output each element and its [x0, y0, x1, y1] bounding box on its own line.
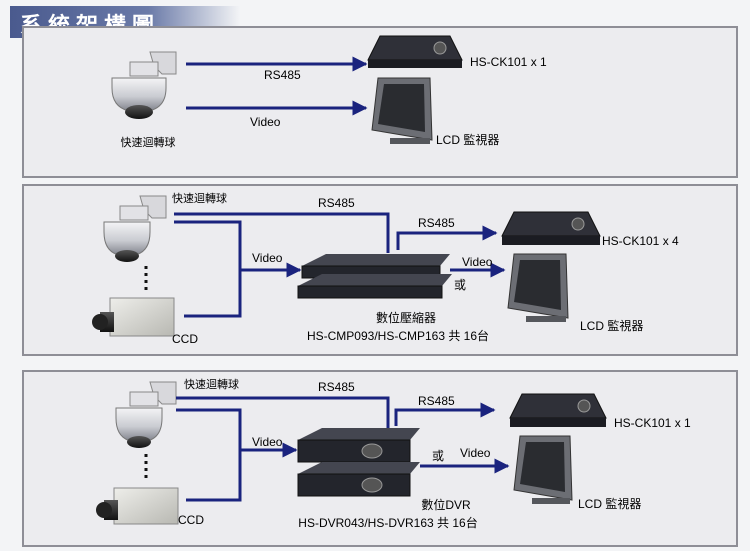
keyboard-label: HS-CK101 x 1 — [470, 55, 547, 69]
device-label: 數位壓縮器 — [376, 310, 436, 325]
lcd-monitor — [513, 435, 573, 504]
video-line — [174, 220, 242, 270]
video-label: Video — [460, 446, 491, 460]
camera-label: 快速迴轉球 — [184, 377, 239, 391]
rs485-label: RS485 — [318, 380, 355, 394]
rs485-label: RS485 — [418, 394, 455, 408]
compressor-device — [297, 254, 452, 299]
rs485-label: RS485 — [264, 68, 301, 82]
or-label: 或 — [454, 278, 466, 292]
monitor-label: LCD 監視器 — [578, 496, 641, 511]
or-label: 或 — [432, 449, 444, 463]
model-label: HS-CMP093/HS-CMP163 共 16台 — [307, 328, 489, 343]
rs485-label: RS485 — [418, 216, 455, 230]
rs485-label: RS485 — [318, 196, 355, 210]
rs485-arrow — [394, 402, 496, 426]
rs485-line — [176, 396, 390, 430]
dome-camera — [103, 195, 167, 262]
keyboard-label: HS-CK101 x 4 — [602, 234, 679, 248]
dome-camera — [115, 381, 177, 448]
video-label: Video — [252, 251, 283, 265]
keyboard-label: HS-CK101 x 1 — [614, 416, 691, 430]
keyboard-controller — [509, 393, 607, 427]
keyboard-controller — [501, 211, 601, 245]
dvr-device — [297, 428, 420, 497]
video-label: Video — [252, 435, 283, 449]
ccd-camera — [92, 297, 175, 337]
rs485-arrow — [396, 225, 498, 250]
video-label: Video — [250, 115, 281, 129]
model-label: HS-DVR043/HS-DVR163 共 16台 — [298, 515, 477, 530]
lcd-monitor — [507, 253, 569, 322]
video-line — [184, 270, 242, 318]
monitor-label: LCD 監視器 — [580, 318, 643, 333]
monitor-label: LCD 監視器 — [436, 132, 499, 147]
ccd-label: CCD — [178, 513, 204, 527]
camera-label: 快速迴轉球 — [121, 135, 176, 149]
keyboard-controller — [367, 35, 463, 68]
rs485-line — [174, 212, 390, 253]
camera-label: 快速迴轉球 — [172, 191, 227, 205]
ccd-label: CCD — [172, 332, 198, 346]
video-line — [176, 408, 242, 450]
video-label: Video — [462, 255, 493, 269]
device-label: 數位DVR — [421, 497, 471, 512]
lcd-monitor — [371, 77, 433, 144]
video-line — [186, 450, 242, 502]
ccd-camera — [96, 487, 179, 525]
dome-camera — [111, 51, 177, 119]
